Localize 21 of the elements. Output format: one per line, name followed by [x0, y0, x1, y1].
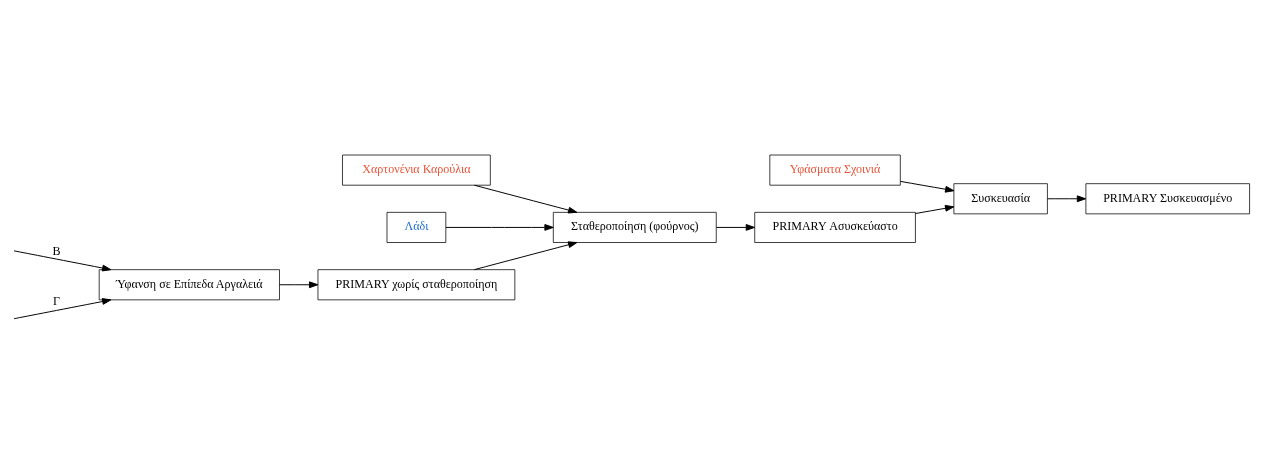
arrow [473, 184, 578, 213]
node-box: PRIMARY Συσκευασμένο [1085, 182, 1250, 214]
node-box: Ύφανση σε Επίπεδα Αργαλειά [98, 268, 280, 300]
arrow [445, 223, 554, 231]
arrow [899, 180, 955, 193]
node-box: Υφάσματα Σχοινιά [769, 154, 901, 186]
node-box: PRIMARY χωρίς σταθεροποίηση [317, 268, 516, 300]
arrow [13, 297, 112, 319]
arrow [279, 280, 319, 288]
node-box: Συσκευασία [953, 182, 1048, 214]
node-box: Χαρτονένια Καρούλια [342, 154, 491, 186]
arrow [914, 204, 955, 214]
arrow [473, 240, 578, 270]
node-box: Λάδι [386, 211, 447, 243]
edge-label: Γ [53, 293, 61, 308]
edge-label: Β [52, 243, 61, 258]
node-box: Σταθεροποίηση (φούρνος) [552, 211, 717, 243]
arrow [13, 249, 112, 271]
arrow [715, 223, 755, 231]
arrow [1047, 194, 1087, 202]
node-box: PRIMARY Ασυσκεύαστο [754, 211, 916, 243]
